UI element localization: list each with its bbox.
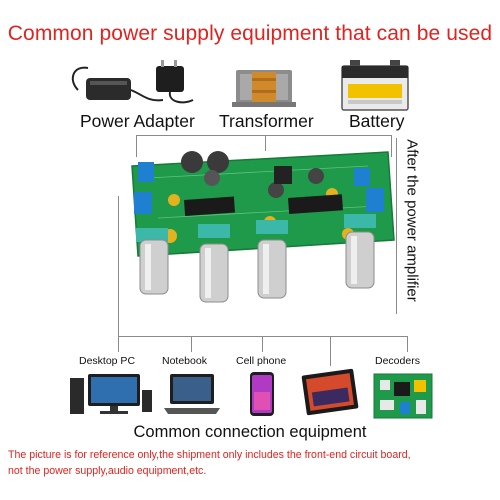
power-adapter-icon [71,60,194,104]
connector-line [136,135,137,157]
connector-line [330,336,331,366]
footer-note-line1: The picture is for reference only,the sh… [8,449,411,461]
power-source-label: Power Adapter [80,111,195,131]
footer-note-line2: not the power supply,audio equipment,etc… [8,465,207,477]
connector-line [118,196,119,336]
transformer-icon [232,70,296,107]
connection-label: Common connection equipment [133,423,367,441]
page-title: Common power supply equipment that can b… [7,22,493,45]
connector-line [391,135,392,157]
device-label: Decoders [375,355,420,367]
connector-line [118,336,119,352]
decoder-icon [373,373,433,419]
connector-line [118,336,408,337]
connector-line [407,336,408,352]
desktop-pc-icon [70,374,152,414]
power-source-label: Transformer [219,111,314,131]
tablet-icon [301,368,359,416]
power-source-label: Battery [349,111,405,131]
connector-line [396,138,397,314]
circuit-board-image [131,151,395,303]
device-label: Notebook [162,355,207,367]
battery-icon [341,60,409,111]
connector-line [265,135,266,151]
connector-line [136,135,392,136]
notebook-icon [164,374,220,414]
device-label: Desktop PC [79,355,136,367]
connector-line [262,336,263,352]
device-label: Cell phone [236,355,287,367]
cell-phone-icon [250,372,274,416]
connector-line [191,336,192,352]
side-label: After the power amplifier [403,139,421,302]
